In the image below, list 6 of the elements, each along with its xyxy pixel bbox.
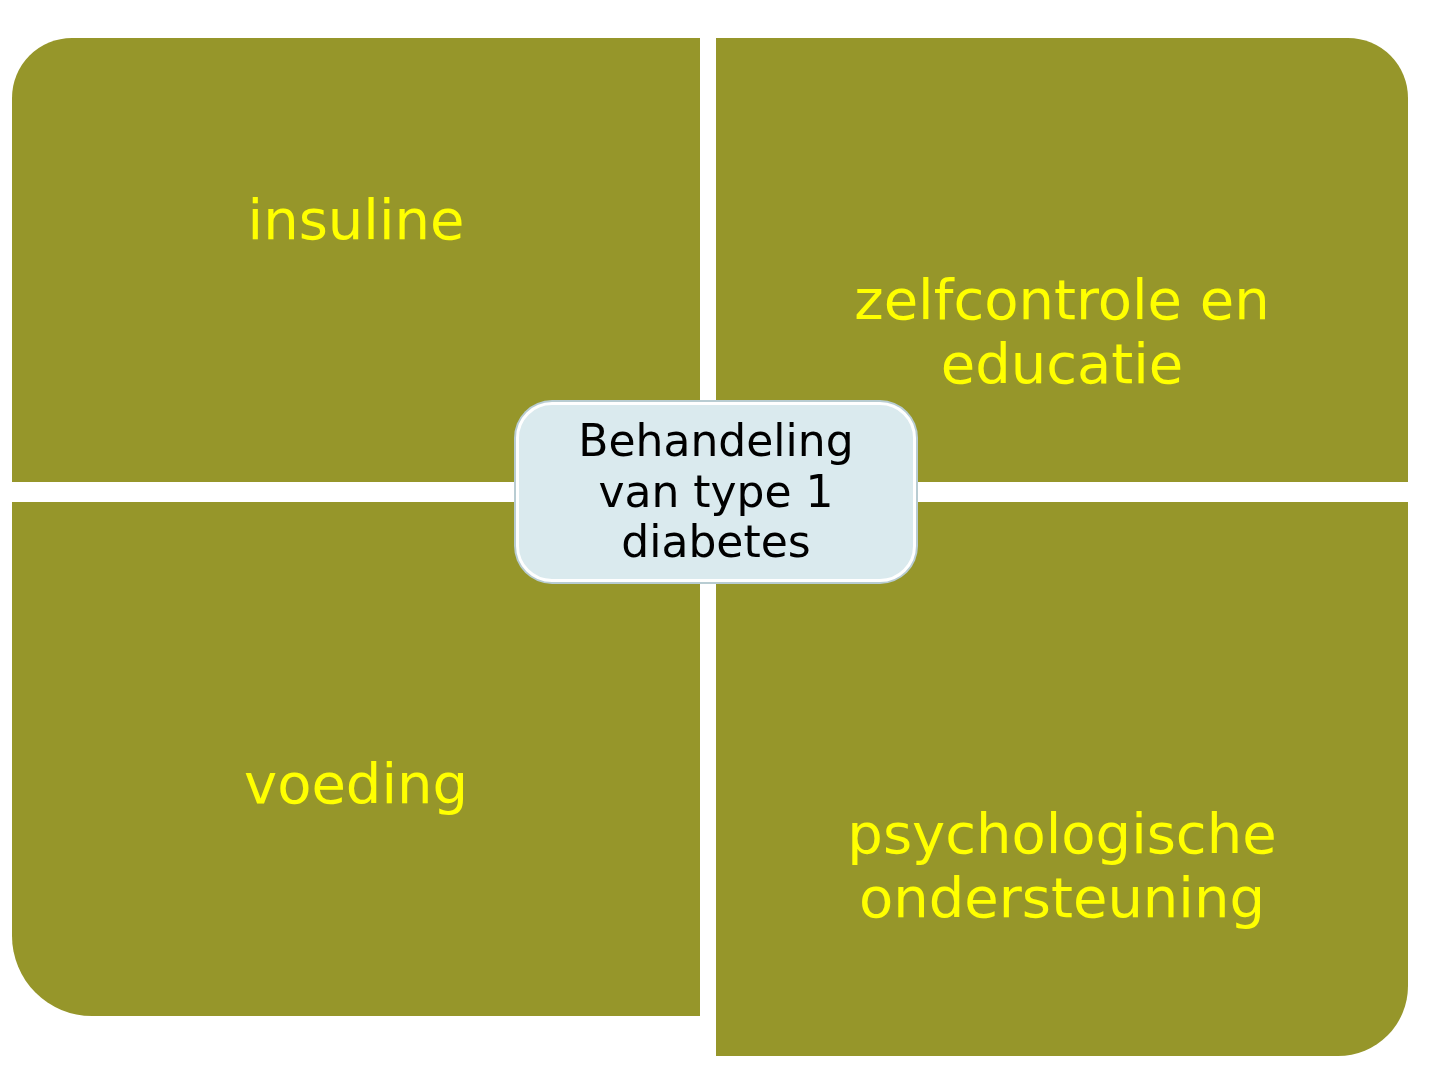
quadrant-label: voeding — [244, 752, 468, 817]
quadrant-label: insuline — [247, 188, 465, 253]
quadrant-label: zelfcontrole en educatie — [853, 268, 1271, 397]
center-box — [516, 402, 916, 582]
center-label: Behandeling van type 1 diabetes — [577, 416, 855, 568]
quadrant-label: psychologische ondersteuning — [846, 802, 1278, 931]
